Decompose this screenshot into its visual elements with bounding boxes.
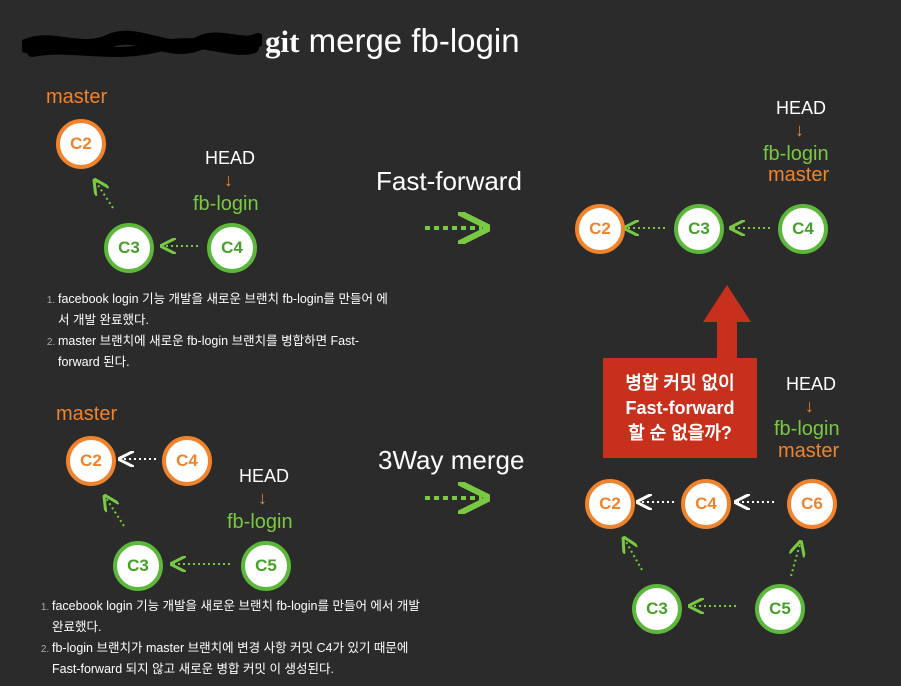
arrow-c3-to-c2 <box>96 182 114 209</box>
tl-notes: facebook login 기능 개발을 새로운 브랜치 fb-login를 … <box>32 289 398 373</box>
tl-note-2: master 브랜치에 새로운 fb-login 브랜치를 병합하면 Fast-… <box>58 331 398 373</box>
bl-head-arrow: ↓ <box>258 488 267 508</box>
ff-commit-c2: C2 <box>575 204 625 254</box>
tl-commit-c4: C4 <box>207 223 257 273</box>
question-callout: 병합 커밋 없이 Fast-forward 할 순 없을까? <box>603 358 757 458</box>
bl-notes: facebook login 기능 개발을 새로운 브랜치 fb-login를 … <box>26 596 422 680</box>
bl-commit-c2: C2 <box>66 436 116 486</box>
bl-master-label: master <box>56 403 118 425</box>
ff-master-label: master <box>768 164 830 186</box>
callout-line-1: 병합 커밋 없이 <box>625 372 735 393</box>
bl-branch-label: fb-login <box>227 511 293 533</box>
bl-note-2: fb-login 브랜치가 master 브랜치에 변경 사항 커밋 C4가 있… <box>52 638 422 680</box>
tl-head-arrow: ↓ <box>224 170 233 190</box>
ff-commit-c3: C3 <box>674 204 724 254</box>
title-rest: merge fb-login <box>299 22 520 59</box>
three-way-title: 3Way merge <box>378 445 525 475</box>
page-title: git merge fb-login <box>265 22 520 60</box>
tw-commit-c3: C3 <box>632 584 682 634</box>
tw-arrow-c5-to-c6 <box>791 544 800 577</box>
tl-master-label: master <box>46 86 108 108</box>
redacted-scribble <box>22 30 262 57</box>
tw-commit-c5: C5 <box>755 584 805 634</box>
callout-line-3: 할 순 없을까? <box>628 422 732 443</box>
tw-branch-label: fb-login <box>774 418 840 440</box>
tw-commit-c2: C2 <box>585 479 635 529</box>
ff-head-label: HEAD <box>776 98 827 118</box>
bl-commit-c3: C3 <box>113 541 163 591</box>
ff-branch-label: fb-login <box>763 143 829 165</box>
tw-commit-c6: C6 <box>787 479 837 529</box>
bl-arrow-c3-to-c2 <box>106 498 125 527</box>
red-up-arrow <box>703 285 751 358</box>
bl-commit-c4: C4 <box>162 436 212 486</box>
bl-head-label: HEAD <box>239 466 290 486</box>
tw-commit-c4: C4 <box>681 479 731 529</box>
bl-commit-c5: C5 <box>241 541 291 591</box>
ff-head-arrow: ↓ <box>795 120 804 140</box>
tl-commit-c2: C2 <box>56 119 106 169</box>
bl-note-1: facebook login 기능 개발을 새로운 브랜치 fb-login를 … <box>52 596 422 638</box>
ff-commit-c4: C4 <box>778 204 828 254</box>
tw-master-label: master <box>778 440 840 462</box>
tl-note-1: facebook login 기능 개발을 새로운 브랜치 fb-login를 … <box>58 289 398 331</box>
title-git: git <box>265 24 300 59</box>
callout-line-2: Fast-forward <box>625 397 735 418</box>
tl-head-label: HEAD <box>205 148 256 168</box>
tw-arrow-c3-to-c2 <box>625 540 643 571</box>
tw-head-arrow: ↓ <box>805 396 814 416</box>
fast-forward-title: Fast-forward <box>376 166 522 196</box>
tl-commit-c3: C3 <box>104 223 154 273</box>
tl-branch-label: fb-login <box>193 193 259 215</box>
tw-head-label: HEAD <box>786 374 837 394</box>
